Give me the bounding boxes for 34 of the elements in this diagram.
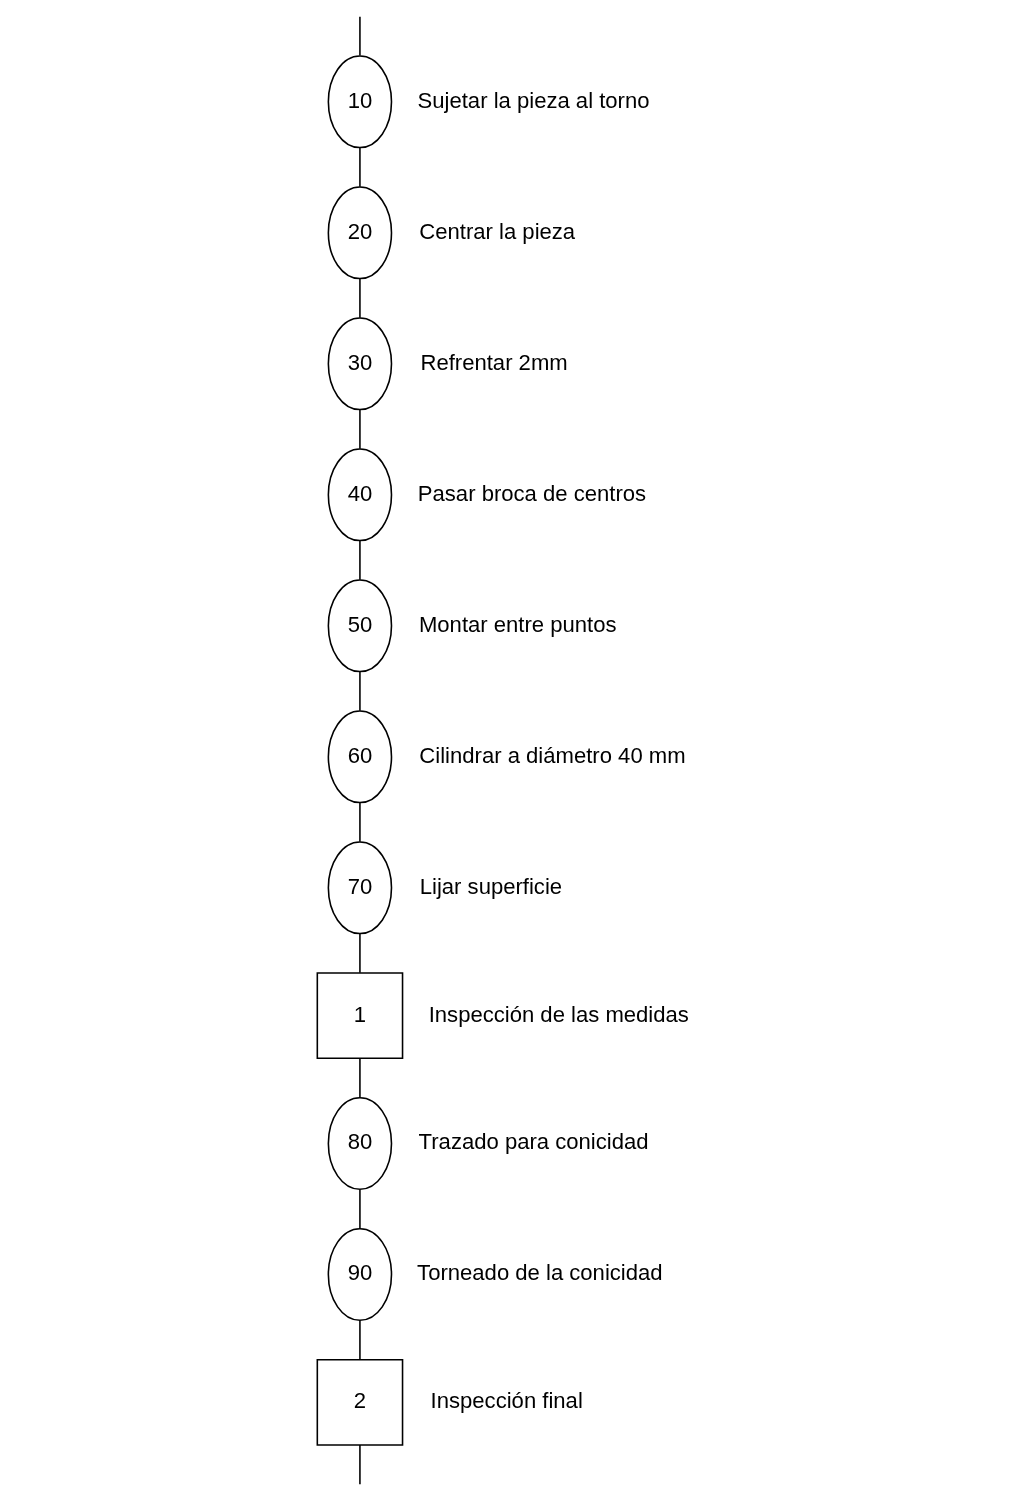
node-ellipse: 70 <box>327 841 392 935</box>
node-label: Centrar la pieza <box>418 218 575 244</box>
node-label: Sujetar la pieza al torno <box>417 87 650 113</box>
node-label: Lijar superficie <box>419 873 562 899</box>
node-label: Trazado para conicidad <box>418 1129 648 1155</box>
connector <box>358 802 361 843</box>
node-label: Cilindrar a diámetro 40 mm <box>418 742 686 768</box>
connector <box>358 1057 361 1099</box>
connector <box>358 1319 361 1361</box>
node-box: 2 <box>316 1358 403 1446</box>
connector <box>358 932 361 974</box>
node-label: Montar entre puntos <box>418 611 617 637</box>
node-label: Refrentar 2mm <box>419 349 568 375</box>
connector <box>358 1444 361 1485</box>
node-label: Inspección de las medidas <box>428 1001 689 1027</box>
connector <box>358 278 361 319</box>
node-label: Torneado de la conicidad <box>416 1260 663 1286</box>
node-ellipse: 40 <box>327 448 392 542</box>
connector <box>358 671 361 712</box>
node-ellipse: 20 <box>327 186 392 280</box>
node-box: 1 <box>316 972 403 1060</box>
connector <box>358 409 361 450</box>
node-ellipse: 10 <box>327 55 392 149</box>
node-ellipse: 30 <box>327 317 392 411</box>
node-ellipse: 90 <box>327 1227 392 1322</box>
connector <box>358 540 361 581</box>
node-label: Pasar broca de centros <box>417 480 646 506</box>
connector <box>358 1189 361 1230</box>
connector <box>358 147 361 188</box>
connector <box>358 16 361 57</box>
node-label: Inspección final <box>430 1388 583 1414</box>
node-ellipse: 60 <box>327 710 392 804</box>
node-ellipse: 50 <box>327 579 392 673</box>
node-ellipse: 80 <box>327 1096 392 1191</box>
